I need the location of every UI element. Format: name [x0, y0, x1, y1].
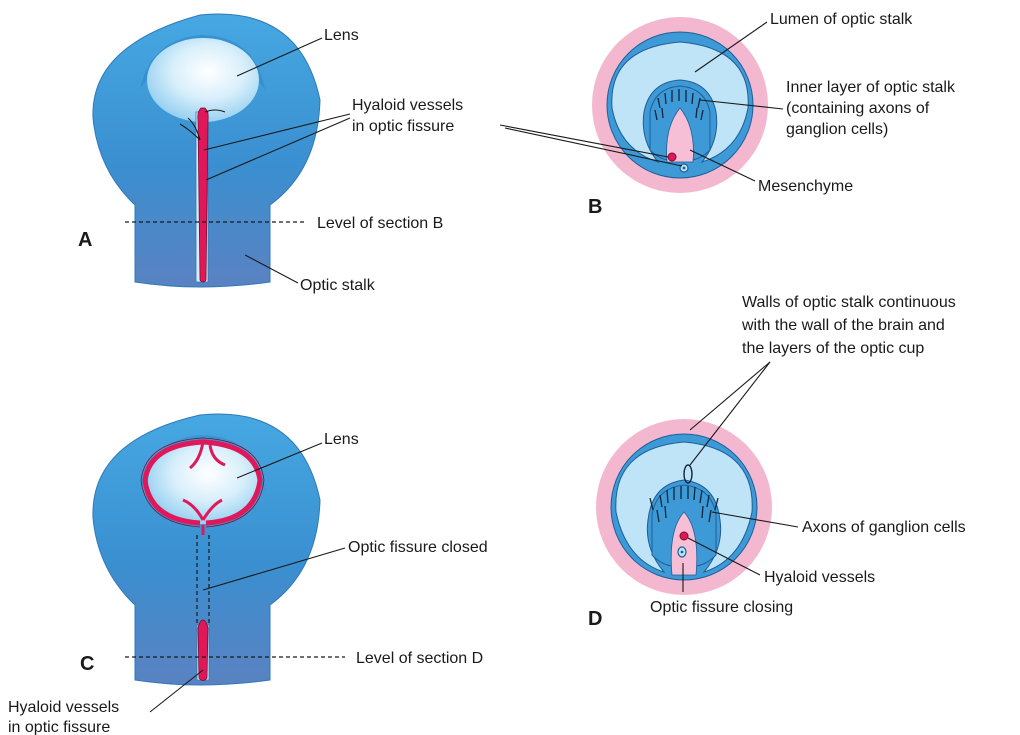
label-optic-stalk: Optic stalk [300, 277, 376, 294]
label-hyaloid-c-1: Hyaloid vessels [8, 699, 119, 716]
label-hyaloid-d: Hyaloid vessels [764, 569, 875, 586]
label-inner-layer-2: (containing axons of [786, 100, 930, 117]
label-walls-1: Walls of optic stalk continuous [742, 294, 956, 311]
label-axons-ganglion: Axons of ganglion cells [802, 519, 966, 536]
hyaloid-artery-b [668, 153, 676, 161]
label-level-d: Level of section D [356, 650, 483, 667]
label-inner-layer-1: Inner layer of optic stalk [786, 79, 956, 96]
label-walls-2: with the wall of the brain and [741, 317, 945, 334]
label-hyaloid-a-2: in optic fissure [352, 118, 454, 135]
hyaloid-artery-d [680, 532, 688, 540]
panel-a [93, 14, 320, 287]
hyaloid-vessel-a [198, 108, 208, 282]
label-walls-3: the layers of the optic cup [742, 340, 924, 357]
label-lens-c: Lens [324, 431, 359, 448]
panel-c [93, 414, 345, 685]
label-level-b: Level of section B [317, 215, 443, 232]
label-hyaloid-c-2: in optic fissure [8, 719, 110, 735]
panel-letter-d: D [588, 608, 602, 630]
panel-letter-b: B [588, 196, 602, 218]
label-optic-fissure-closed: Optic fissure closed [348, 539, 488, 556]
label-mesenchyme: Mesenchyme [758, 178, 853, 195]
label-lumen-optic-stalk: Lumen of optic stalk [770, 11, 913, 28]
label-optic-fissure-closing: Optic fissure closing [650, 599, 793, 616]
panel-d [596, 419, 772, 595]
panel-letter-c: C [80, 653, 94, 675]
panel-letter-a: A [78, 229, 92, 251]
label-lens-a: Lens [324, 27, 359, 44]
label-hyaloid-a-1: Hyaloid vessels [352, 97, 463, 114]
label-inner-layer-3: ganglion cells) [786, 121, 888, 138]
hyaloid-vessel-c [198, 620, 208, 681]
